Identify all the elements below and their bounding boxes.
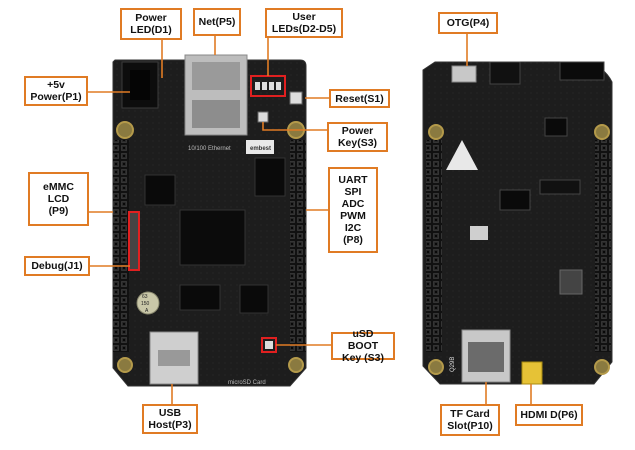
- label-power-key: Power Key(S3): [327, 122, 388, 152]
- chip: [179, 284, 221, 311]
- header-p8: [290, 140, 306, 352]
- label-usb-host: USB Host(P3): [142, 404, 198, 434]
- ethernet-silkscreen: 10/100 Ethernet: [188, 146, 231, 152]
- mount-hole: [117, 357, 133, 373]
- callout-lines: [88, 34, 532, 404]
- chip: [499, 189, 531, 211]
- mount-hole: [116, 121, 134, 139]
- chip: [254, 157, 286, 197]
- mount-hole: [594, 359, 610, 375]
- label-otg: OTG(P4): [438, 12, 498, 34]
- processor: [179, 209, 246, 266]
- mount-hole: [428, 359, 444, 375]
- microsd-silkscreen: microSD Card: [228, 380, 266, 386]
- svg-text:Q29B: Q29B: [450, 357, 456, 372]
- user-led: [276, 82, 281, 90]
- reset-button-graphic: [289, 91, 303, 105]
- chip: [144, 174, 176, 206]
- label-tf-card: TF Card Slot(P10): [440, 404, 500, 436]
- front-board: 10/100 Ethernet embest 63 150 A: [112, 54, 307, 387]
- label-emmc-lcd: eMMC LCD (P9): [28, 172, 89, 226]
- svg-text:A: A: [145, 308, 149, 314]
- rear-header-right: [595, 140, 611, 352]
- label-reset: Reset(S1): [329, 89, 390, 108]
- power-button-graphic: [257, 111, 269, 123]
- debug-header: [128, 211, 140, 271]
- user-led: [255, 82, 260, 90]
- svg-text:150: 150: [141, 301, 150, 307]
- chip: [539, 179, 581, 195]
- hdmi-port: [521, 361, 543, 385]
- label-user-leds: User LEDs(D2-D5): [265, 8, 343, 38]
- label-hdmi: HDMI D(P6): [515, 404, 583, 426]
- label-power-led: Power LED(D1): [120, 8, 182, 40]
- user-led: [262, 82, 267, 90]
- capacitor: [136, 291, 160, 315]
- crystal: [470, 226, 488, 240]
- label-uart-p8: UART SPI ADC PWM I2C (P8): [328, 167, 378, 253]
- mount-hole: [428, 124, 444, 140]
- svg-text:63: 63: [142, 294, 148, 300]
- rear-header-left: [426, 140, 442, 352]
- user-led: [269, 82, 274, 90]
- mount-hole: [288, 357, 304, 373]
- label-usd-boot: uSD BOOT Key (S3): [331, 328, 395, 364]
- chip: [239, 284, 269, 314]
- chip: [544, 117, 568, 137]
- chip: [559, 269, 583, 295]
- rear-board: Q29B: [422, 61, 613, 385]
- warning-logo: [446, 140, 478, 170]
- label-net: Net(P5): [193, 8, 241, 36]
- usd-boot-button-graphic: [265, 341, 273, 349]
- label-debug: Debug(J1): [24, 256, 90, 276]
- label-5v-power: +5v Power(P1): [24, 76, 88, 106]
- mount-hole: [594, 124, 610, 140]
- svg-text:embest: embest: [250, 146, 271, 152]
- embest-logo: [246, 140, 274, 154]
- otg-port: [451, 65, 477, 83]
- header-p9: [113, 140, 129, 352]
